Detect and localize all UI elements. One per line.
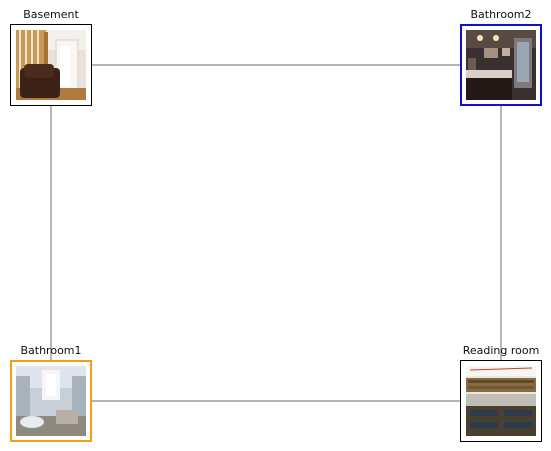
room-label-bathroom2: Bathroom2 <box>470 8 532 21</box>
room-label-basement: Basement <box>23 8 79 21</box>
bathroom-photo <box>16 366 86 436</box>
basement-photo <box>16 30 86 100</box>
bathroom-photo <box>466 30 536 100</box>
room-node-bathroom1[interactable] <box>10 360 92 442</box>
reading-room-photo <box>466 366 536 436</box>
room-label-reading-room: Reading room <box>462 344 540 357</box>
room-node-bathroom2[interactable] <box>460 24 542 106</box>
room-node-reading-room[interactable] <box>460 360 542 442</box>
room-label-bathroom1: Bathroom1 <box>20 344 82 357</box>
room-node-basement[interactable] <box>10 24 92 106</box>
